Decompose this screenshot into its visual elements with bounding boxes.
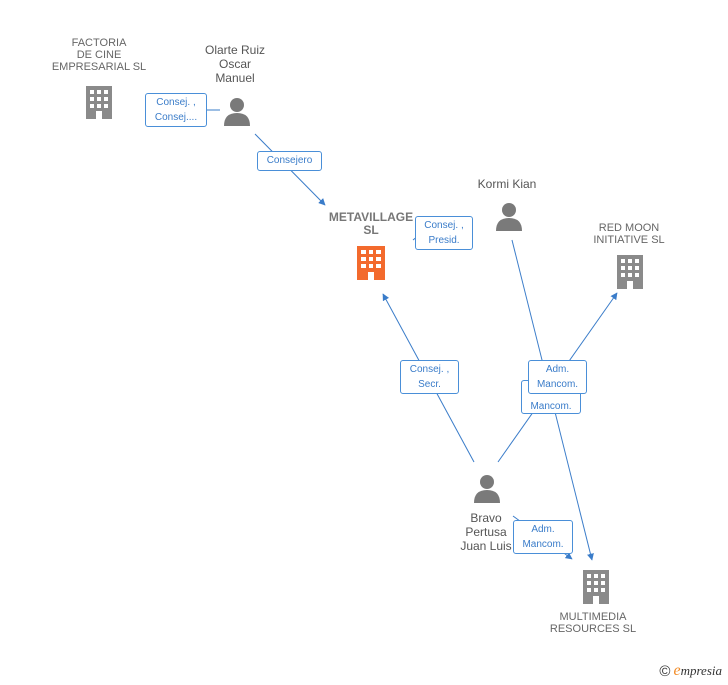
edge-label-kormi-redmoon: Adm. Mancom. (528, 360, 587, 394)
building-icon-redmoon (617, 255, 643, 289)
edge-label-olarte-metavillage: Consejero (257, 151, 322, 171)
edge-label-bravo-multimedia: Adm. Mancom. (513, 520, 573, 554)
person-icon-kormi (496, 203, 522, 231)
edge-label-olarte-factoria: Consej. , Consej.... (145, 93, 207, 127)
footer-brand: © empresia (659, 662, 722, 680)
company-label-redmoon[interactable]: RED MOON INITIATIVE SL (593, 222, 665, 246)
brand-logo: empresia (673, 662, 722, 679)
person-icon-olarte (224, 98, 250, 126)
company-label-metavillage[interactable]: METAVILLAGE SL (328, 210, 414, 237)
building-icon-metavillage (357, 246, 385, 280)
person-label-bravo[interactable]: Bravo Pertusa Juan Luis (460, 511, 512, 553)
building-icon-multimedia (583, 570, 609, 604)
company-label-multimedia[interactable]: MULTIMEDIA RESOURCES SL (549, 611, 637, 635)
company-label-factoria[interactable]: FACTORIA DE CINE EMPRESARIAL SL (51, 37, 147, 73)
edge-label-kormi-metavillage: Consej. , Presid. (415, 216, 473, 250)
edge-label-bravo-metavillage: Consej. , Secr. (400, 360, 459, 394)
person-label-kormi[interactable]: Kormi Kian (477, 177, 537, 191)
person-icon-bravo (474, 475, 500, 503)
copyright-icon: © (659, 662, 671, 680)
person-label-olarte[interactable]: Olarte Ruiz Oscar Manuel (204, 43, 266, 85)
building-icon-factoria (86, 86, 112, 119)
